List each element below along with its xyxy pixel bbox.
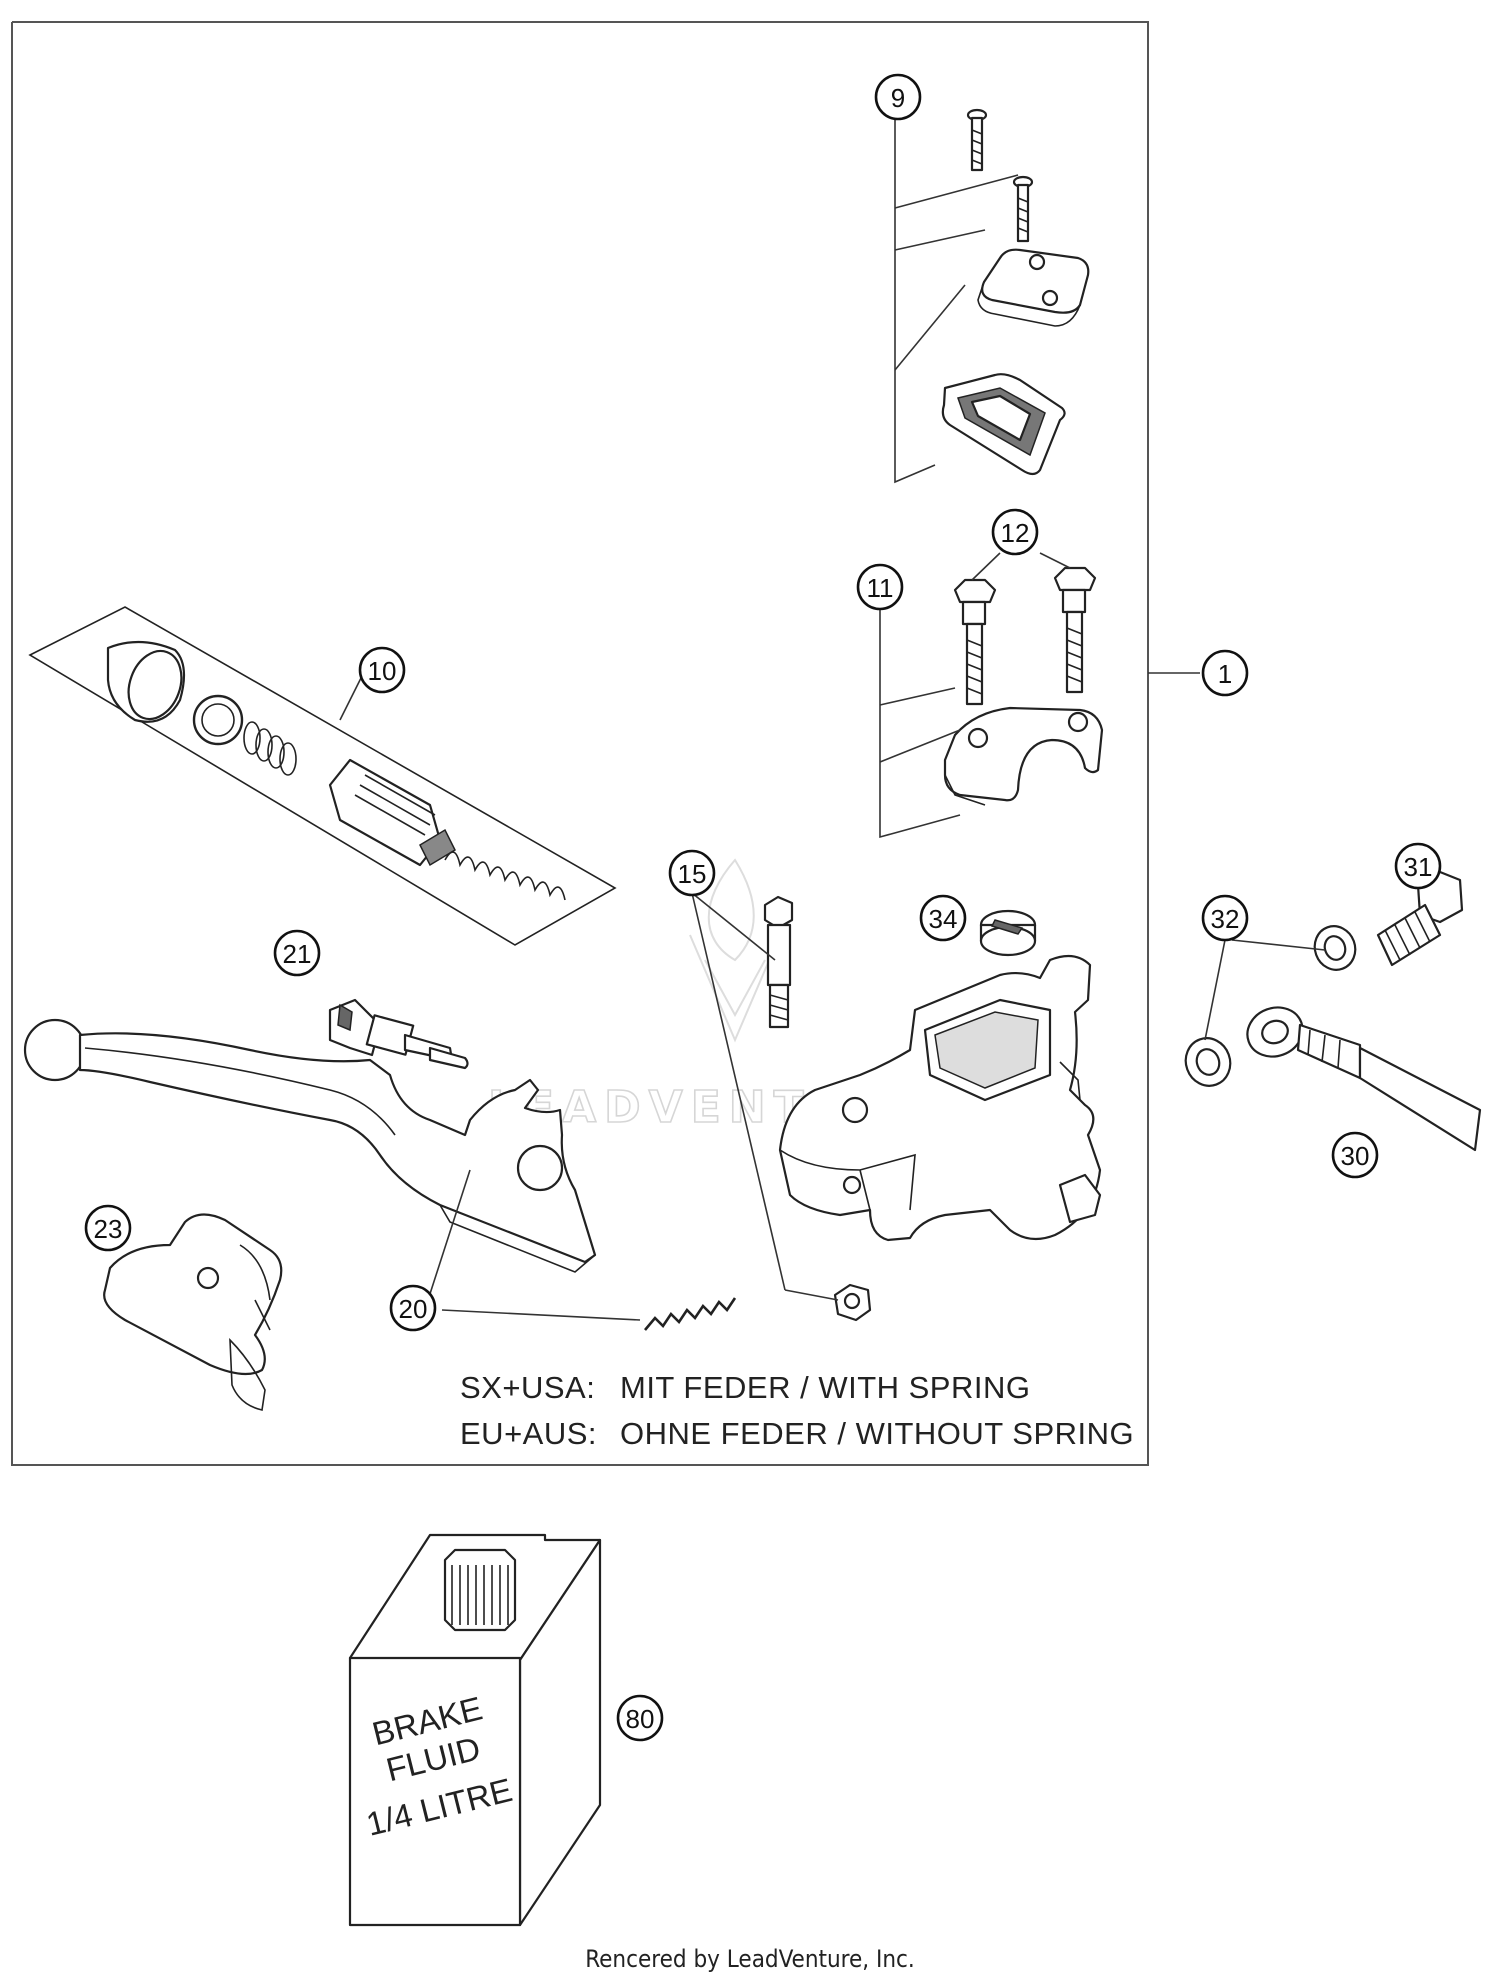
callout-number: 11 (867, 573, 894, 603)
callout-30: 30 (1331, 1131, 1379, 1179)
callout-circle (874, 73, 922, 121)
callout-80: 80 (616, 1694, 664, 1742)
reservoir-cap (979, 909, 1037, 957)
note-text-without-spring: OHNE FEDER / WITHOUT SPRING (620, 1416, 1135, 1451)
master-cylinder-body (778, 954, 1102, 1242)
leader-32a (1231, 939, 1326, 951)
lever-spring (441, 1297, 737, 1331)
lever-guard (103, 1213, 283, 1411)
callout-1: 1 (1201, 649, 1249, 697)
spring-small (243, 721, 297, 776)
callout-circle (273, 929, 321, 977)
brake-fluid-bottle: BRAKE FLUID 1/4 LITRE (348, 1533, 602, 1927)
spring-note: SX+USA: MIT FEDER / WITH SPRING EU+AUS: … (460, 1370, 1190, 1470)
callout-number: 31 (1404, 852, 1433, 882)
clamp-bolt (953, 578, 997, 706)
piston (328, 758, 456, 867)
leader-12b (1039, 552, 1071, 569)
callout-number: 21 (283, 939, 312, 969)
callout-number: 30 (1341, 1141, 1370, 1171)
sealing-washer (1184, 1037, 1232, 1087)
note-region-eu-aus: EU+AUS: (460, 1416, 598, 1451)
sealing-washer (1313, 925, 1357, 971)
circlip (192, 694, 244, 746)
callout-number: 80 (626, 1704, 655, 1734)
callout-number: 1 (1218, 659, 1232, 689)
reservoir-diaphragm (941, 373, 1066, 476)
leader-20b (441, 1309, 641, 1321)
callout-circle (84, 1204, 132, 1252)
leader-9 (894, 120, 936, 484)
leader-12a (971, 552, 1001, 581)
callout-23: 23 (84, 1204, 132, 1252)
piston-kit-box (28, 606, 617, 946)
callout-number: 12 (1001, 518, 1030, 548)
callout-34: 34 (919, 894, 967, 942)
callout-20: 20 (389, 1284, 437, 1332)
callout-circle (616, 1694, 664, 1742)
brake-hose (1246, 1006, 1482, 1152)
watermark-logo (689, 858, 781, 1043)
note-region-sx-usa: SX+USA: (460, 1370, 596, 1405)
callout-number: 34 (929, 904, 958, 934)
leader-32b (1204, 939, 1226, 1041)
callout-layer: 1 9 10 11 12 15 20 21 23 30 31 32 34 80 (84, 73, 1442, 1742)
callout-number: 32 (1211, 904, 1240, 934)
callout-number: 10 (368, 656, 397, 686)
footer-credit: Rencered by LeadVenture, Inc. (585, 1945, 915, 1973)
pivot-bolt (763, 895, 794, 1029)
piston-cup (106, 640, 186, 723)
callout-circle (919, 894, 967, 942)
piston-kit-group (28, 606, 617, 946)
callout-circle (991, 508, 1039, 556)
callout-circle (1394, 842, 1442, 890)
leader-11 (879, 600, 961, 839)
brake-lever (23, 1018, 597, 1301)
cover-screw (1012, 175, 1034, 243)
handlebar-clamp-group (879, 552, 1200, 839)
clamp-bolt (1053, 566, 1097, 694)
callout-9: 9 (874, 73, 922, 121)
note-text-with-spring: MIT FEDER / WITH SPRING (620, 1370, 1031, 1405)
callout-circle (856, 563, 904, 611)
callout-number: 23 (94, 1214, 123, 1244)
callout-number: 15 (678, 859, 707, 889)
callout-circle (1201, 649, 1249, 697)
reservoir-cover-group (894, 108, 1090, 484)
callout-15: 15 (668, 849, 716, 897)
reservoir-cover (977, 248, 1090, 327)
handlebar-clamp (943, 706, 1104, 806)
piston-spring (444, 851, 566, 901)
callout-circle (358, 646, 406, 694)
callout-number: 9 (891, 83, 905, 113)
callout-circle (389, 1284, 437, 1332)
callout-32: 32 (1201, 894, 1249, 942)
callout-21: 21 (273, 929, 321, 977)
callout-circle (668, 849, 716, 897)
cover-screw (966, 108, 988, 172)
leader-20a (427, 1169, 471, 1301)
diagram-frame (11, 21, 1149, 1466)
pivot-nut (833, 1283, 872, 1322)
lever-adjuster (328, 998, 469, 1070)
callout-12: 12 (991, 508, 1039, 556)
callout-circle (1331, 1131, 1379, 1179)
callout-31: 31 (1394, 842, 1442, 890)
callout-11: 11 (856, 563, 904, 611)
callout-10: 10 (358, 646, 406, 694)
callout-number: 20 (399, 1294, 428, 1324)
callout-circle (1201, 894, 1249, 942)
